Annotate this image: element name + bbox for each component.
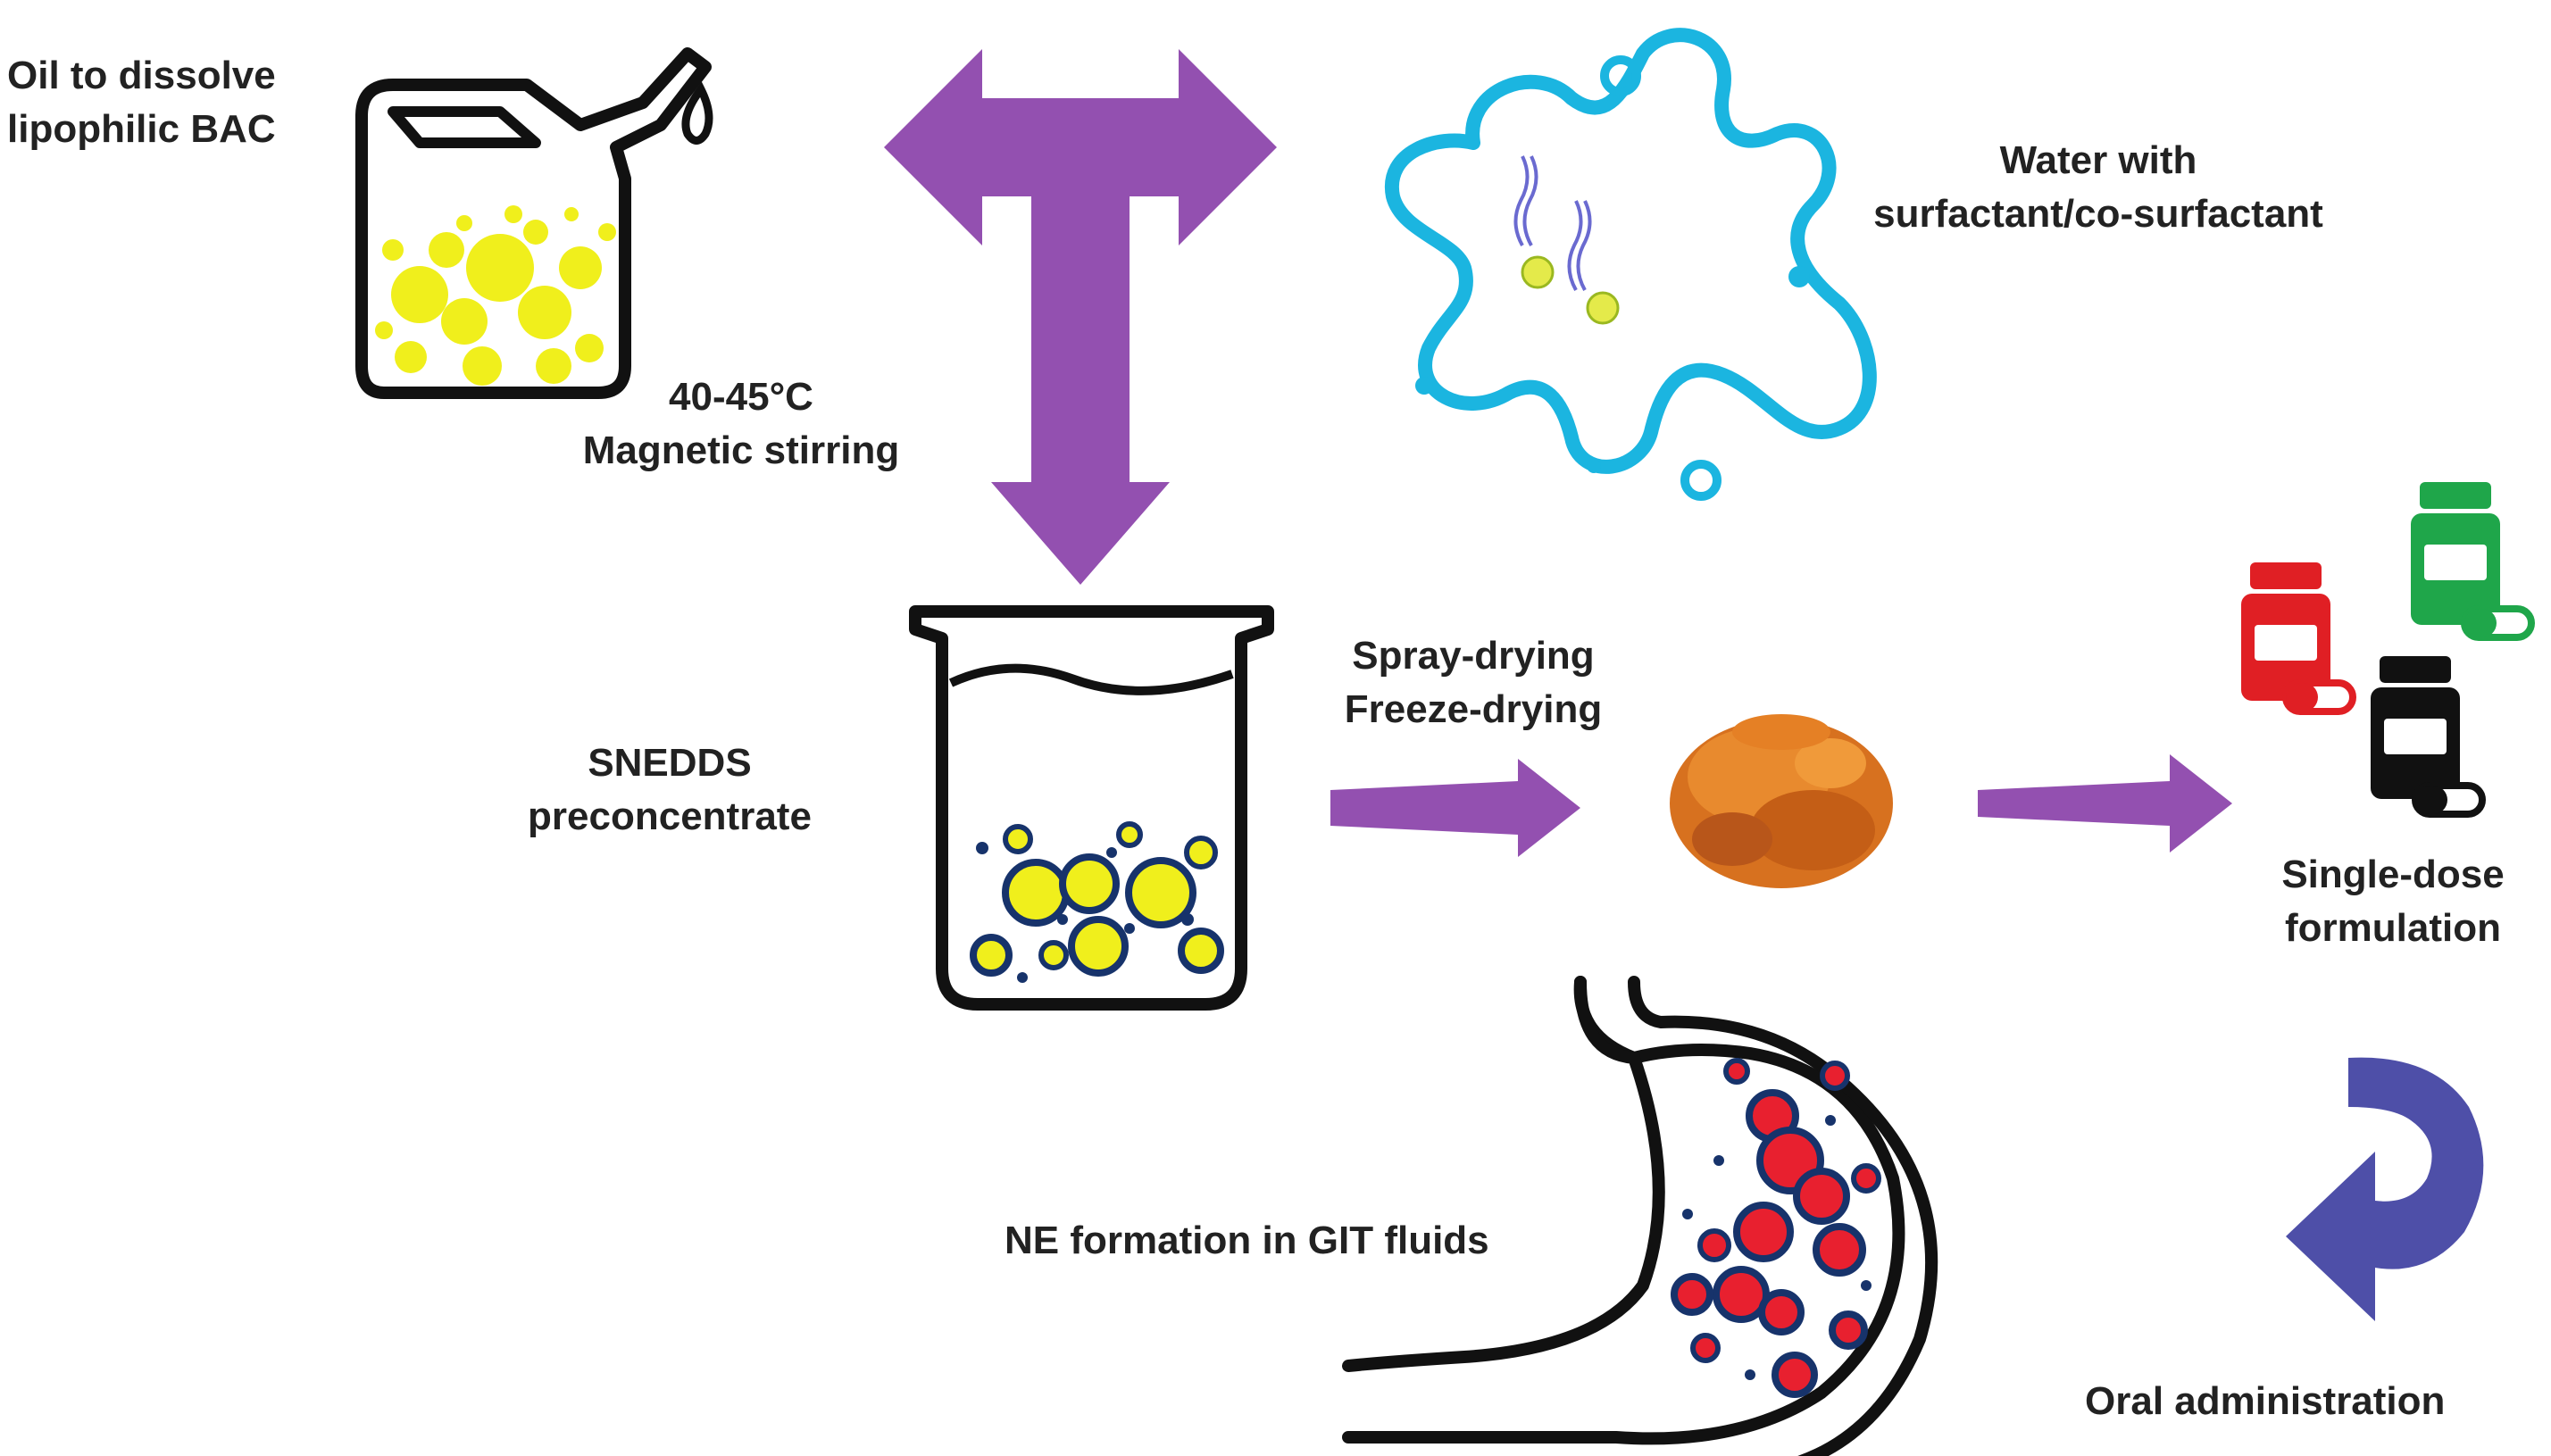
curved-arrow-icon xyxy=(2286,1057,2484,1321)
black-bottle-icon xyxy=(2371,656,2486,818)
powder-icon xyxy=(1670,714,1893,888)
micelle-icon xyxy=(1384,28,1877,501)
formulation-arrow xyxy=(1978,754,2232,853)
red-bottle-icon xyxy=(2241,562,2356,715)
oral-administration-label: Oral administration xyxy=(2085,1379,2446,1423)
snedds-droplets xyxy=(970,821,1224,983)
ne-formation-label: NE formation in GIT fluids xyxy=(1005,1219,1489,1262)
mixing-arrow xyxy=(884,49,1277,585)
beaker-icon xyxy=(909,605,1274,1011)
stomach-icon xyxy=(1342,976,1938,1456)
oil-droplets xyxy=(375,205,616,386)
medicine-bottles-icon xyxy=(2241,482,2535,818)
drying-arrow xyxy=(1330,759,1580,857)
nanoemulsion-droplets xyxy=(1671,1058,1881,1398)
green-bottle-icon xyxy=(2411,482,2535,641)
oil-canister-icon xyxy=(355,47,713,399)
